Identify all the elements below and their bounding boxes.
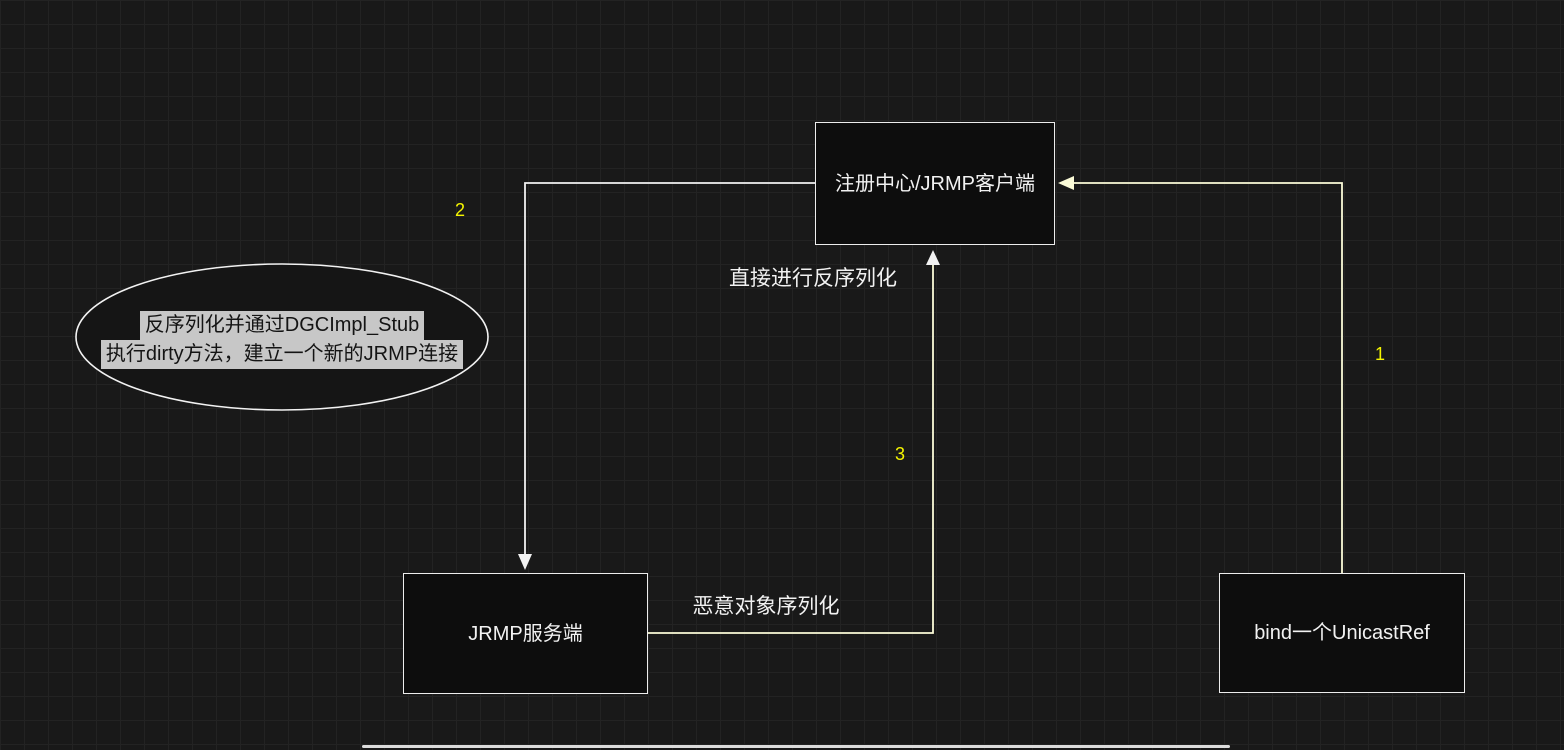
- edge-step3-label: 恶意对象序列化: [692, 595, 840, 618]
- note-text-line1: 反序列化并通过DGCImpl_Stub: [139, 311, 425, 340]
- edge-step2-arrowhead: [518, 554, 532, 570]
- node-jrmp-server[interactable]: JRMP服务端: [403, 573, 648, 694]
- edge-step2-line[interactable]: [524, 182, 815, 556]
- edge-step1-arrowhead: [1058, 176, 1074, 190]
- edge-step2-number: 2: [455, 200, 466, 220]
- node-bind-unicastref-label: bind一个UnicastRef: [1254, 622, 1430, 644]
- edge-step3-number: 3: [895, 444, 906, 464]
- note-text: 反序列化并通过DGCImpl_Stub 执行dirty方法，建立一个新的JRMP…: [60, 311, 504, 369]
- edge-step3-line[interactable]: [648, 264, 934, 634]
- node-registry-jrmp-client[interactable]: 注册中心/JRMP客户端: [815, 122, 1055, 245]
- note-text-line2: 执行dirty方法，建立一个新的JRMP连接: [100, 340, 464, 369]
- horizontal-scrollbar[interactable]: [362, 745, 1230, 748]
- edge-deserialize-label: 直接进行反序列化: [729, 267, 897, 290]
- node-jrmp-server-label: JRMP服务端: [468, 622, 583, 645]
- edge-step1-line[interactable]: [1072, 182, 1343, 573]
- node-bind-unicastref[interactable]: bind一个UnicastRef: [1219, 573, 1465, 693]
- node-registry-label: 注册中心/JRMP客户端: [835, 172, 1035, 195]
- edge-step3-arrowhead: [926, 250, 940, 265]
- edge-step1-number: 1: [1375, 344, 1386, 364]
